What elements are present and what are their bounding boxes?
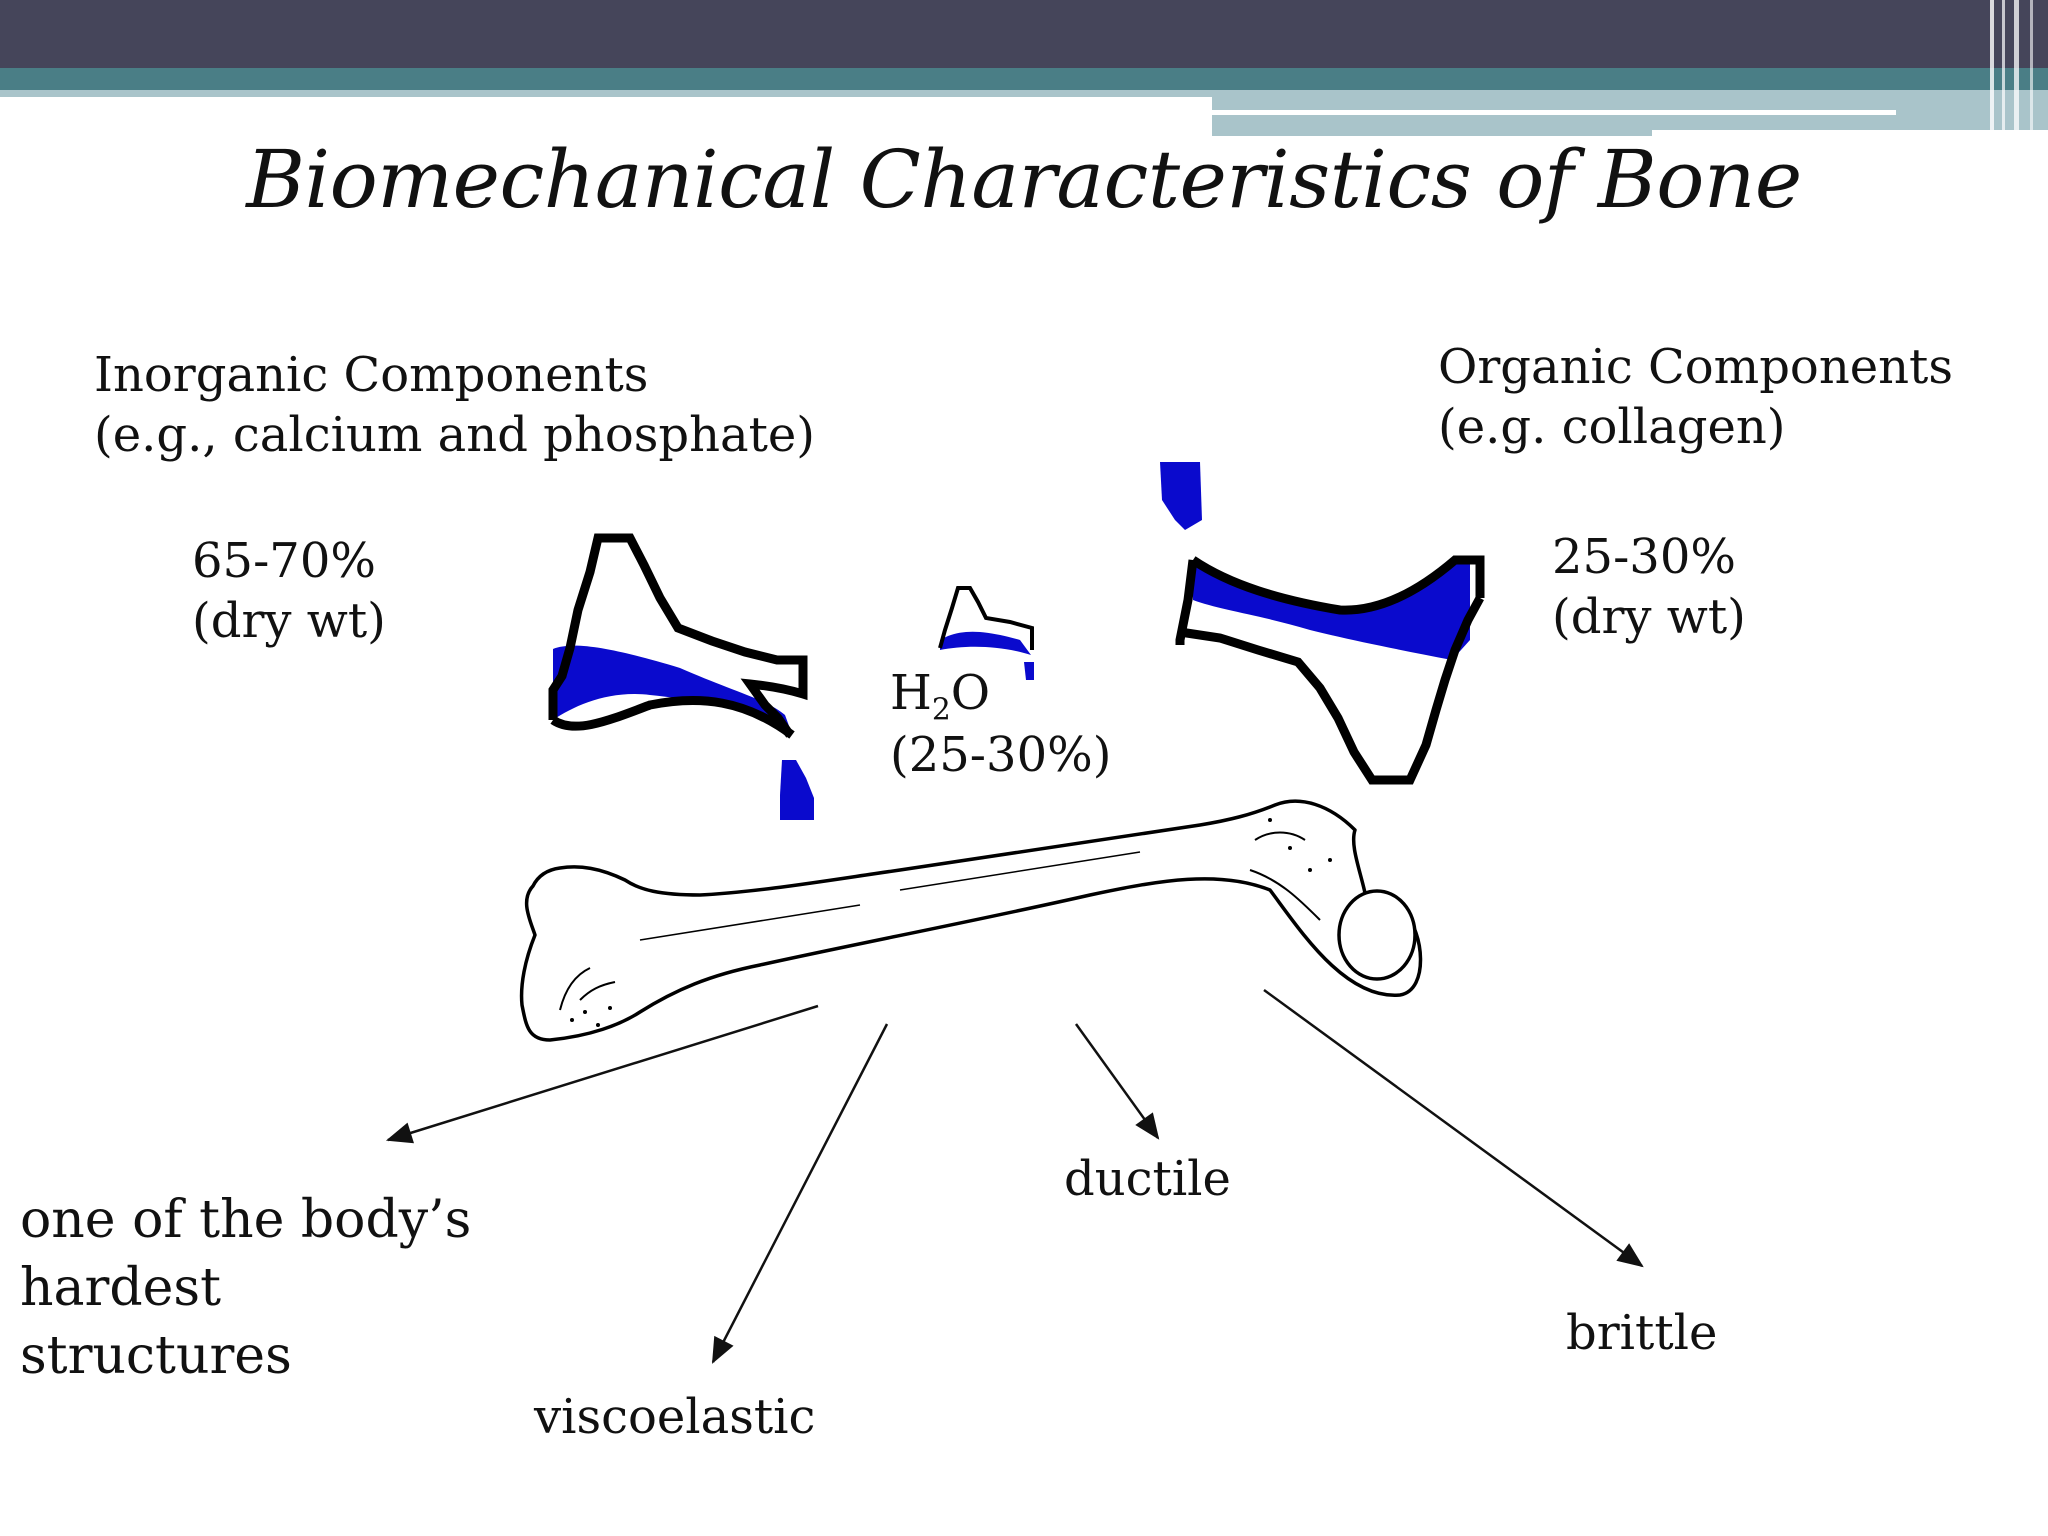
viscoelastic-label: viscoelastic — [534, 1386, 815, 1448]
brittle-label: brittle — [1566, 1302, 1717, 1364]
arrow-to-viscoelastic — [713, 1024, 887, 1362]
organic-example: (e.g. collagen) — [1438, 396, 1786, 458]
page-title: Biomechanical Characteristics of Bone — [0, 132, 2048, 228]
arrow-to-ductile — [1076, 1024, 1158, 1138]
header-bar — [0, 0, 2048, 136]
organic-heading: Organic Components — [1438, 336, 1953, 398]
inorganic-basis: (dry wt) — [192, 590, 386, 652]
water-subscript: 2 — [932, 692, 951, 727]
water-o: O — [951, 665, 990, 721]
hardest-line-3: structures — [20, 1322, 292, 1390]
pouring-cup-organic — [1160, 462, 1480, 780]
arrow-icon — [388, 990, 1642, 1362]
hardest-line-2: hardest — [20, 1254, 221, 1322]
water-h: H — [890, 665, 932, 721]
bone-illustration — [522, 801, 1421, 1040]
inorganic-percent: 65-70% — [192, 530, 376, 592]
inorganic-example: (e.g., calcium and phosphate) — [94, 404, 815, 466]
organic-basis: (dry wt) — [1552, 586, 1746, 648]
inorganic-heading: Inorganic Components — [94, 344, 648, 406]
organic-percent: 25-30% — [1552, 526, 1736, 588]
water-percent: (25-30%) — [890, 724, 1111, 786]
water-formula: H2O — [890, 662, 990, 724]
ductile-label: ductile — [1064, 1148, 1231, 1210]
arrow-to-brittle — [1264, 990, 1642, 1266]
hardest-line-1: one of the body’s — [20, 1186, 471, 1254]
pouring-cup-inorganic — [553, 538, 814, 820]
